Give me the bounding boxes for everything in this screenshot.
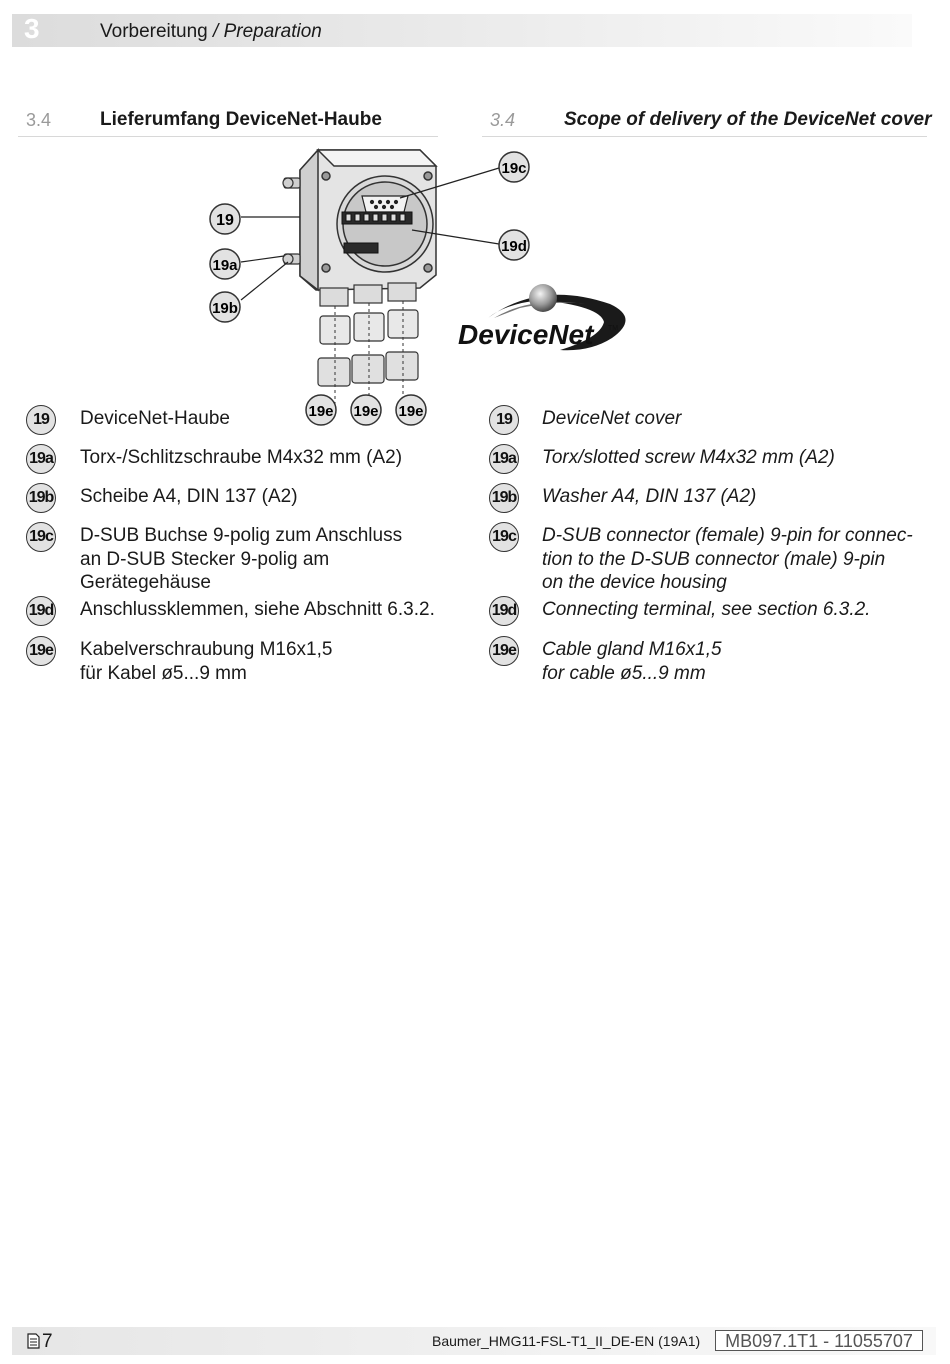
page-icon [27, 1333, 40, 1349]
section-heading-en: 3.4 Scope of delivery of the DeviceNet c… [482, 108, 931, 137]
callout-badge: 19e [26, 636, 56, 666]
chapter-title-en: Preparation [223, 21, 322, 42]
svg-text:19e: 19e [353, 403, 378, 420]
chapter-title: Vorbereitung / Preparation [100, 20, 322, 44]
callout-19c: 19c [498, 151, 530, 183]
section-title: Scope of delivery of the DeviceNet cover [564, 109, 932, 130]
page-number: 7 [42, 1331, 53, 1352]
callout-badge: 19 [26, 405, 56, 435]
document-id: MB097.1T1 - 11055707 [715, 1330, 923, 1351]
legend-text: DeviceNet cover [542, 408, 682, 429]
terminal-block [341, 211, 413, 254]
callout-badge: 19b [26, 483, 56, 513]
callout-badge: 19a [26, 444, 56, 474]
chapter-title-separator: / [207, 21, 224, 42]
callout-badge: 19c [26, 522, 56, 552]
devicenet-logo: DeviceNet TM [458, 284, 626, 351]
chapter-header-bar [12, 14, 912, 47]
svg-text:TM: TM [608, 325, 618, 332]
callout-badge: 19 [489, 405, 519, 435]
callout-badge: 19d [489, 596, 519, 626]
chapter-title-de: Vorbereitung [100, 21, 208, 42]
legend-text: Torx/slotted screw M4x32 mm (A2) [542, 447, 835, 468]
housing-threads [319, 282, 417, 307]
svg-text:19a: 19a [212, 257, 238, 274]
callout-19d: 19d [498, 229, 530, 261]
svg-text:19e: 19e [398, 403, 423, 420]
svg-text:19d: 19d [501, 238, 527, 255]
legend-text: Kabelverschraubung M16x1,5 [80, 639, 333, 660]
callout-19e: 19e [350, 394, 382, 426]
legend-text: Anschlussklemmen, siehe Abschnitt 6.3.2. [80, 599, 435, 620]
legend-text: Torx-/Schlitzschraube M4x32 mm (A2) [80, 447, 403, 468]
svg-text:19c: 19c [501, 160, 526, 177]
svg-text:19e: 19e [308, 403, 333, 420]
legend-text: Gerätegehäuse [80, 572, 211, 593]
svg-text:DeviceNet: DeviceNet [458, 319, 595, 350]
cable-gland-bodies [317, 351, 419, 387]
assembly-lines [334, 301, 404, 405]
document-reference: Baumer_HMG11-FSL-T1_II_DE-EN (19A1) [432, 1333, 701, 1349]
cover-screws [282, 177, 301, 265]
svg-text:19: 19 [216, 212, 234, 229]
callout-19e: 19e [395, 394, 427, 426]
section-number: 3.4 [26, 110, 52, 130]
legend-text: für Kabel ø5...9 mm [80, 662, 247, 684]
legend-text: Cable gland M16x1,5 [542, 639, 722, 660]
legend-text: an D-SUB Stecker 9-polig am [80, 548, 330, 570]
callout-19: 19 [209, 203, 241, 235]
svg-text:19b: 19b [212, 300, 238, 317]
section-heading-de: 3.4 Lieferumfang DeviceNet-Haube [18, 108, 438, 137]
devicenet-cover-figure: 19 19a 19b 19c 19d 19e 19e 19e DeviceNet… [209, 148, 626, 426]
callout-19e: 19e [305, 394, 337, 426]
legend-text: tion to the D-SUB connector (male) 9-pin [542, 548, 886, 570]
section-title: Lieferumfang DeviceNet-Haube [100, 109, 382, 130]
callout-badge: 19e [489, 636, 519, 666]
legend-text: D-SUB connector (female) 9-pin for conne… [542, 525, 913, 546]
legend-text: D-SUB Buchse 9-polig zum Anschluss [80, 525, 403, 546]
callout-badge: 19c [489, 522, 519, 552]
chapter-number: 3 [24, 13, 40, 44]
section-number: 3.4 [490, 110, 516, 130]
callout-badge: 19a [489, 444, 519, 474]
legend-text: for cable ø5...9 mm [542, 662, 706, 684]
callout-badge: 19b [489, 483, 519, 513]
legend-text: Connecting terminal, see section 6.3.2. [542, 599, 871, 620]
legend-text: DeviceNet-Haube [80, 408, 230, 429]
callout-badge: 19d [26, 596, 56, 626]
legend-text: Scheibe A4, DIN 137 (A2) [80, 486, 298, 507]
legend-text: Washer A4, DIN 137 (A2) [542, 486, 757, 507]
dsub-connector [361, 195, 409, 213]
legend-text: on the device housing [542, 572, 727, 593]
callout-19b: 19b [209, 291, 241, 323]
callout-leader-lines [240, 167, 500, 301]
callout-19a: 19a [209, 248, 241, 280]
